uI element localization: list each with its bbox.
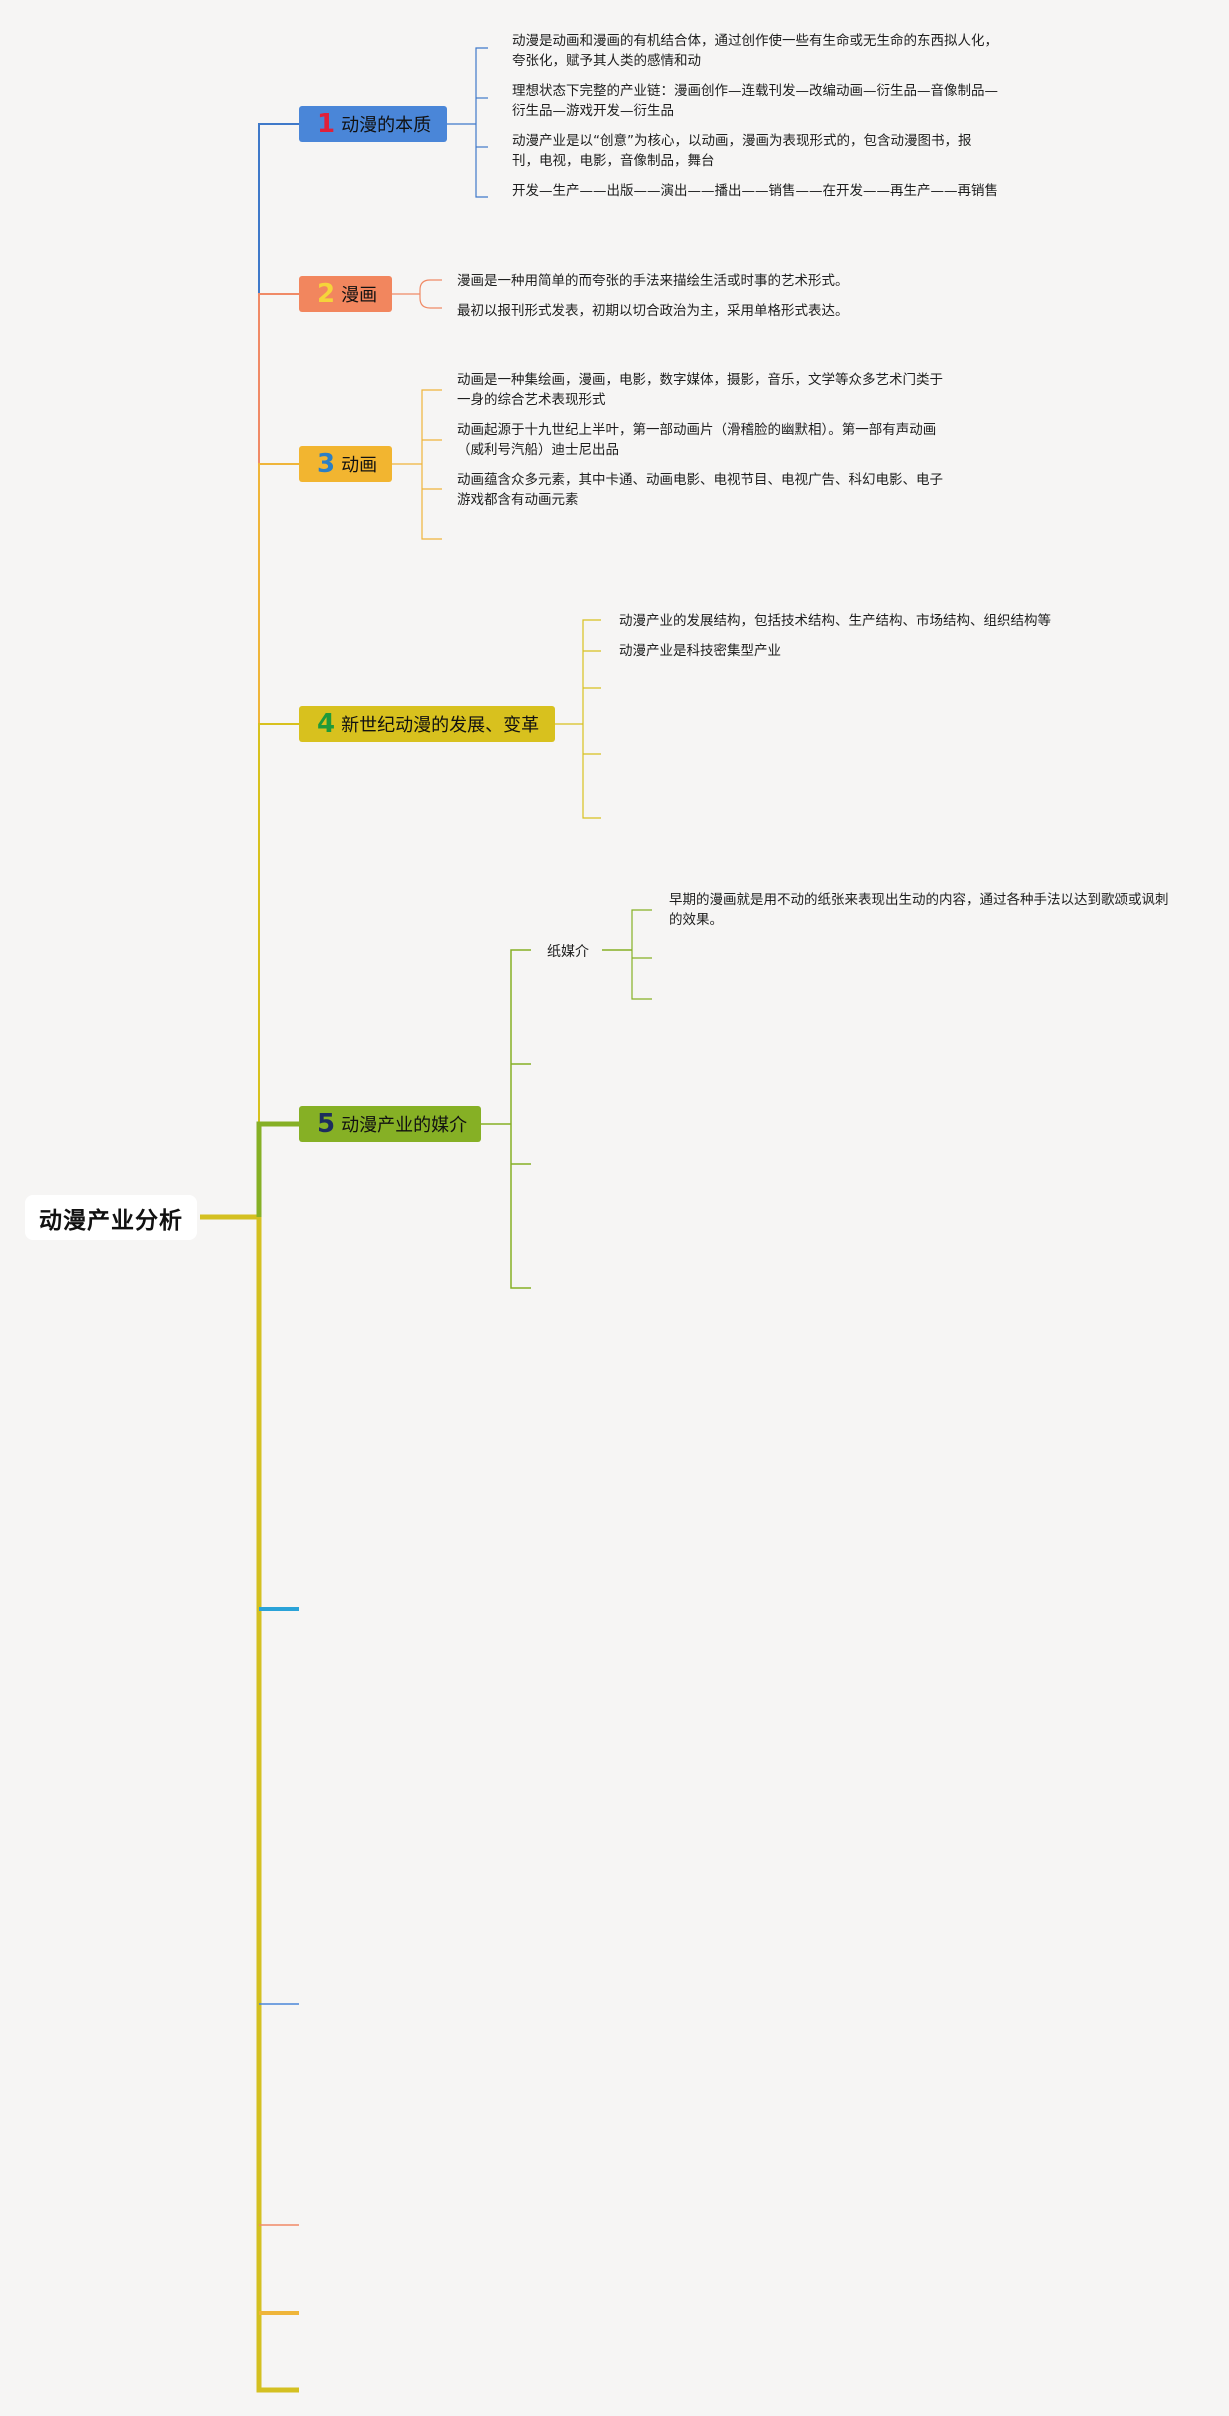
branch-4-label: 新世纪动漫的发展、变革 [341, 715, 540, 736]
branch-4-topic[interactable]: 4 新世纪动漫的发展、变革 [299, 706, 555, 742]
branch-3-label: 动画 [341, 455, 378, 476]
branch-4-leaf-2[interactable]: 动漫产业是科技密集型产业 [619, 643, 781, 659]
branch-1-number: 1 [317, 109, 336, 139]
branch-5-topic[interactable]: 5 动漫产业的媒介 [299, 1106, 481, 1142]
branch-3-number: 3 [317, 449, 336, 479]
branch-2-topic[interactable]: 2 漫画 [299, 276, 392, 312]
branch-3-leaf-2[interactable]: 动画起源于十九世纪上半叶，第一部动画片（滑稽脸的幽默相）。第一部有声动画（威利号… [457, 422, 937, 458]
branch-5-sub-paper-media[interactable]: 纸媒介 [547, 944, 589, 960]
branch-3-topic[interactable]: 3 动画 [299, 446, 392, 482]
branch-1-leaf-1[interactable]: 动漫是动画和漫画的有机结合体，通过创作使一些有生命或无生命的东西拟人化，夸张化，… [512, 33, 998, 69]
branch-1-leaf-4[interactable]: 开发—生产——出版——演出——播出——销售——在开发——再生产——再销售 [512, 183, 998, 199]
branch-3-leaf-3[interactable]: 动画蕴含众多元素，其中卡通、动画电影、电视节目、电视广告、科幻电影、电子游戏都含… [457, 472, 943, 508]
branch-1-label: 动漫的本质 [341, 115, 432, 136]
branch-5-leaf-1[interactable]: 早期的漫画就是用不动的纸张来表现出生动的内容，通过各种手法以达到歌颂或讽刺的效果… [669, 892, 1169, 928]
branch-2-number: 2 [317, 279, 336, 309]
branch-2-leaf-2[interactable]: 最初以报刊形式发表，初期以切合政治为主，采用单格形式表达。 [457, 303, 849, 319]
branch-4-leaf-1[interactable]: 动漫产业的发展结构，包括技术结构、生产结构、市场结构、组织结构等 [619, 613, 1051, 629]
root-topic[interactable]: 动漫产业分析 [25, 1195, 197, 1240]
branch-5-label: 动漫产业的媒介 [341, 1115, 468, 1136]
branch-2-leaf-1[interactable]: 漫画是一种用简单的而夸张的手法来描绘生活或时事的艺术形式。 [457, 273, 849, 289]
branch-1-leaf-3[interactable]: 动漫产业是以“创意”为核心，以动画，漫画为表现形式的，包含动漫图书，报刊，电视，… [512, 133, 972, 169]
branch-5-number: 5 [317, 1109, 336, 1139]
branch-1-topic[interactable]: 1 动漫的本质 [299, 106, 447, 142]
branch-4-number: 4 [317, 709, 336, 739]
branch-3-leaf-1[interactable]: 动画是一种集绘画，漫画，电影，数字媒体，摄影，音乐，文学等众多艺术门类于一身的综… [457, 372, 943, 408]
branch-2-label: 漫画 [341, 285, 378, 306]
branch-1-leaf-2[interactable]: 理想状态下完整的产业链：漫画创作—连载刊发—改编动画—衍生品—音像制品—衍生品—… [512, 83, 998, 119]
